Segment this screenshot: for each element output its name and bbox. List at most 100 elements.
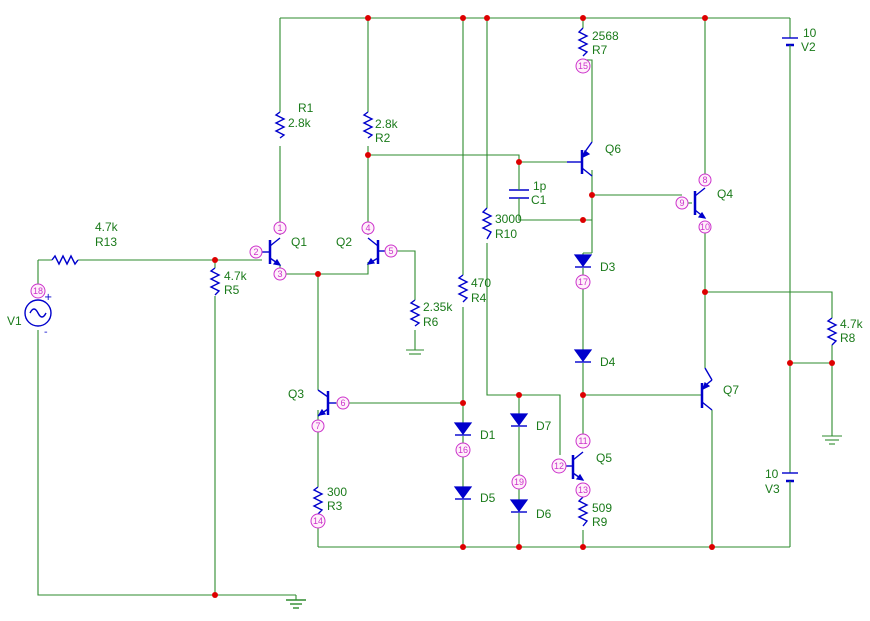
svg-text:2: 2 (253, 247, 258, 257)
c1-ref: C1 (531, 193, 547, 207)
r7-value: 2568 (592, 29, 619, 43)
r3-value: 300 (327, 485, 347, 499)
resistor-r9-symbol (577, 496, 589, 527)
svg-text:10: 10 (700, 222, 710, 232)
junctions (212, 15, 835, 598)
diode-d6-symbol (509, 499, 529, 513)
node-marker-12: 12 (551, 458, 567, 474)
diode-d5-symbol (453, 486, 473, 500)
r13-value: 4.7k (95, 220, 119, 234)
node-marker-9: 9 (675, 196, 689, 210)
diode-d1-symbol (453, 422, 473, 436)
svg-text:5: 5 (388, 246, 393, 256)
q6-ref: Q6 (605, 142, 621, 156)
node-marker-1: 1 (273, 221, 287, 235)
svg-text:8: 8 (702, 175, 707, 185)
r7-ref: R7 (592, 43, 608, 57)
battery-v2-symbol (782, 37, 798, 50)
v3-value: 10 (765, 467, 779, 481)
resistor-r6-symbol (409, 299, 421, 327)
transistor-q4-symbol (693, 187, 707, 219)
node-marker-3: 3 (273, 267, 287, 281)
transistor-q5-symbol (566, 451, 585, 481)
r10-value: 3000 (495, 212, 522, 226)
ac-source-v1-symbol: + - (24, 292, 52, 338)
transistor-q6-symbol (567, 141, 593, 177)
resistor-r3-symbol (312, 486, 324, 515)
node-markers: 1 2 3 4 5 6 7 8 9 10 11 12 13 14 15 16 1… (30, 58, 712, 529)
svg-text:16: 16 (458, 445, 468, 455)
diode-d3-symbol (573, 254, 593, 268)
resistor-r1-symbol (274, 111, 286, 139)
r8-value: 4.7k (840, 317, 864, 331)
svg-text:14: 14 (313, 516, 323, 526)
ground-symbol-input (286, 595, 306, 609)
node-marker-19: 19 (511, 474, 527, 490)
resistor-r8-symbol (826, 317, 838, 346)
component-labels: 4.7k R13 4.7k R5 R1 2.8k 2.8k R2 2.35k R… (7, 26, 864, 529)
svg-text:19: 19 (514, 477, 524, 487)
r1-ref: R1 (298, 101, 314, 115)
q3-ref: Q3 (288, 387, 304, 401)
svg-text:18: 18 (33, 286, 43, 296)
r3-ref: R3 (327, 499, 343, 513)
q4-ref: Q4 (717, 187, 733, 201)
svg-text:12: 12 (554, 461, 564, 471)
transistor-q1-symbol (262, 237, 282, 266)
node-marker-7: 7 (311, 419, 325, 433)
diode-d7-symbol (509, 413, 529, 427)
r5-ref: R5 (224, 283, 240, 297)
r13-ref: R13 (95, 235, 117, 249)
d3-ref: D3 (600, 260, 616, 274)
c1-value: 1p (533, 179, 547, 193)
r8-ref: R8 (840, 331, 856, 345)
node-marker-17: 17 (575, 274, 591, 290)
svg-text:9: 9 (679, 198, 684, 208)
r5-value: 4.7k (224, 269, 248, 283)
r6-value: 2.35k (423, 300, 453, 314)
transistor-q7-symbol (700, 367, 713, 411)
node-marker-18: 18 (30, 283, 46, 299)
resistor-r7-symbol (577, 27, 589, 57)
node-marker-14: 14 (310, 513, 326, 529)
resistor-r13-symbol (51, 254, 79, 266)
r2-value: 2.8k (375, 117, 399, 131)
q2-ref: Q2 (336, 235, 352, 249)
d7-ref: D7 (536, 419, 552, 433)
node-marker-4: 4 (361, 221, 375, 235)
r10-ref: R10 (495, 227, 517, 241)
d1-ref: D1 (480, 428, 496, 442)
svg-text:-: - (44, 327, 48, 338)
q5-ref: Q5 (596, 451, 612, 465)
node-marker-15: 15 (575, 58, 591, 74)
resistor-r5-symbol (209, 267, 221, 296)
ground-symbol-r6 (406, 349, 424, 355)
resistor-r4-symbol (457, 274, 469, 303)
svg-text:3: 3 (277, 269, 282, 279)
q7-ref: Q7 (723, 383, 739, 397)
capacitor-c1-symbol (509, 185, 529, 205)
node-marker-5: 5 (384, 244, 398, 258)
r2-ref: R2 (375, 131, 391, 145)
r6-ref: R6 (423, 315, 439, 329)
resistor-r10-symbol (481, 207, 493, 240)
v2-ref: V2 (801, 40, 816, 54)
svg-text:4: 4 (365, 223, 370, 233)
components: + - (24, 27, 842, 609)
ground-symbol-r8 (822, 435, 842, 445)
node-marker-13: 13 (575, 482, 591, 498)
svg-text:1: 1 (277, 223, 282, 233)
node-marker-8: 8 (698, 173, 712, 187)
resistor-r2-symbol (362, 111, 374, 139)
svg-text:+: + (44, 292, 52, 303)
r4-value: 470 (471, 276, 491, 290)
d5-ref: D5 (480, 491, 496, 505)
svg-text:13: 13 (578, 485, 588, 495)
svg-text:15: 15 (578, 61, 588, 71)
transistor-q2-symbol (366, 237, 385, 265)
svg-text:6: 6 (340, 398, 345, 408)
r4-ref: R4 (471, 291, 487, 305)
d6-ref: D6 (536, 507, 552, 521)
svg-text:7: 7 (315, 421, 320, 431)
